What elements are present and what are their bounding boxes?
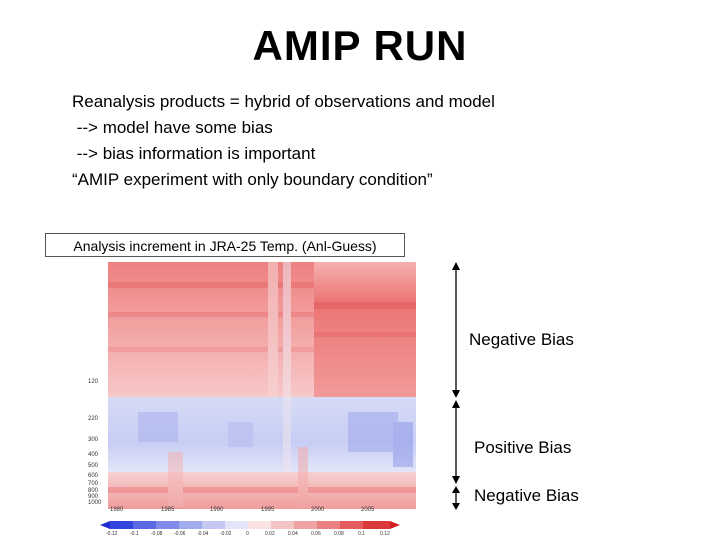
x-tick-2000: 2000 xyxy=(311,507,325,513)
bullet-line-2: --> model have some bias xyxy=(72,118,273,137)
colorbar-tick: 0 xyxy=(246,531,249,537)
slide-title: AMIP RUN xyxy=(252,22,468,69)
y-tick-120: 120 xyxy=(88,379,99,385)
increment-heatmap xyxy=(108,262,416,509)
y-tick-400: 400 xyxy=(88,452,99,458)
y-tick-300: 300 xyxy=(88,437,99,443)
x-tick-2005: 2005 xyxy=(361,507,375,513)
colorbar-tick: -0.12 xyxy=(106,531,118,537)
colorbar-tick: 0.04 xyxy=(288,531,298,537)
y-tick-700: 700 xyxy=(88,481,99,487)
bullet-list: Reanalysis products = hybrid of observat… xyxy=(72,89,495,193)
double-arrow-icon xyxy=(452,262,460,398)
bullet-line-4: “AMIP experiment with only boundary cond… xyxy=(72,170,433,189)
negative-bias-upper-label: Negative Bias xyxy=(469,330,574,349)
bullet-line-1: Reanalysis products = hybrid of observat… xyxy=(72,92,495,111)
y-tick-1000: 1000 xyxy=(88,500,102,506)
colorbar xyxy=(100,521,400,529)
y-tick-800: 800 xyxy=(88,488,99,494)
x-tick-1990: 1990 xyxy=(210,507,224,513)
colorbar-tick: -0.04 xyxy=(197,531,209,537)
y-tick-500: 500 xyxy=(88,463,99,469)
upper-right-field xyxy=(314,262,416,397)
negative-bias-lower-label: Negative Bias xyxy=(474,486,579,505)
x-tick-1995: 1995 xyxy=(261,507,275,513)
colorbar-tick: 0.02 xyxy=(265,531,275,537)
x-tick-1985: 1985 xyxy=(161,507,175,513)
x-tick-1980: 1980 xyxy=(110,507,124,513)
colorbar-tick: 0.08 xyxy=(334,531,344,537)
colorbar-tick: 0.12 xyxy=(380,531,390,537)
double-arrow-icon xyxy=(452,400,460,484)
figure-caption: Analysis increment in JRA-25 Temp. (Anl-… xyxy=(45,233,405,257)
y-tick-600: 600 xyxy=(88,473,99,479)
y-tick-900: 900 xyxy=(88,494,99,500)
positive-bias-label: Positive Bias xyxy=(474,438,572,457)
colorbar-tick: -0.06 xyxy=(174,531,186,537)
colorbar-tick: -0.08 xyxy=(151,531,163,537)
y-tick-220: 220 xyxy=(88,416,99,422)
colorbar-tick: 0.06 xyxy=(311,531,321,537)
bullet-line-3: --> bias information is important xyxy=(72,144,316,163)
colorbar-tick: 0.1 xyxy=(358,531,365,537)
colorbar-tick: -0.02 xyxy=(220,531,232,537)
colorbar-tick: -0.1 xyxy=(130,531,139,537)
double-arrow-icon xyxy=(452,486,460,510)
